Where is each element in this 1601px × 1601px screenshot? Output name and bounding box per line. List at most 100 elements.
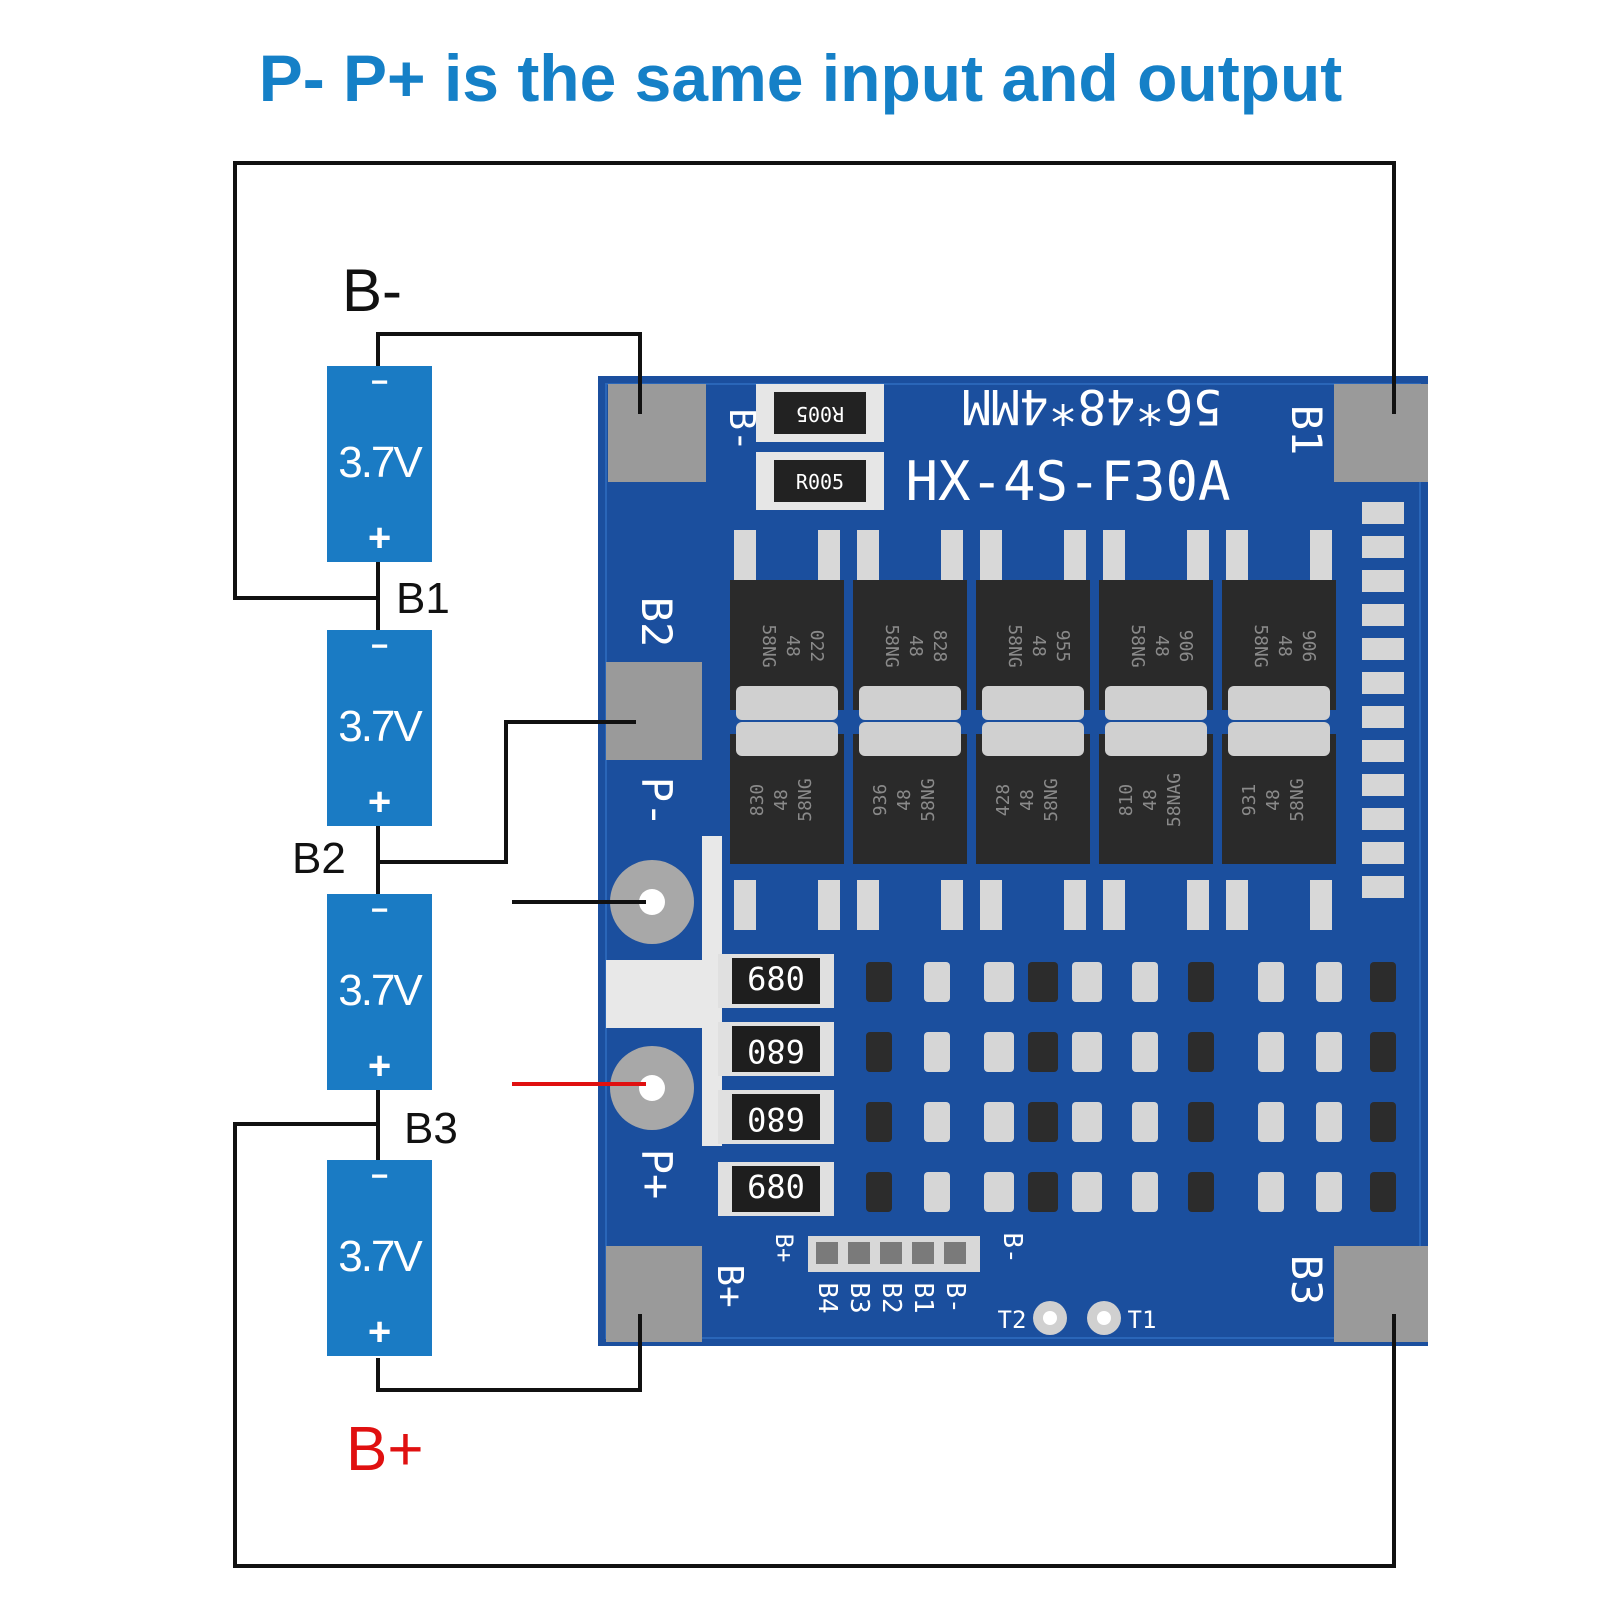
cell-negative: − — [370, 366, 389, 399]
mosfet-lead — [980, 880, 1002, 930]
resistor-body — [732, 958, 820, 1004]
silk-strip — [606, 960, 704, 1028]
smd-part — [1362, 876, 1404, 898]
smd-part — [1132, 962, 1158, 1002]
pad-b1 — [1334, 384, 1428, 482]
battery-cell-1: − 3.7V + — [327, 366, 432, 562]
smd-part — [1028, 1032, 1058, 1072]
mosfet-lead — [1226, 880, 1248, 930]
thermistor-label-t1: T1 — [1128, 1306, 1157, 1334]
mosfet-part: 58NAG — [1164, 773, 1185, 827]
balance-pin-3 — [880, 1242, 902, 1264]
smd-part — [1370, 962, 1396, 1002]
mosfet-part: 58NG — [1127, 624, 1148, 667]
mosfet-lead — [1064, 880, 1086, 930]
shunt-label-1: R005 — [796, 402, 844, 426]
cell-voltage: 3.7V — [338, 702, 423, 751]
smd-part — [866, 962, 892, 1002]
shunt-resistor-2-body — [774, 460, 866, 502]
smd-part — [1362, 706, 1404, 728]
pad-b-minus — [608, 384, 706, 482]
mosfet-tab — [1228, 722, 1330, 756]
pad-label-b-plus: B+ — [709, 1264, 750, 1307]
resistor-body — [732, 1166, 820, 1212]
mosfet-lead — [857, 880, 879, 930]
wire-b1 — [233, 161, 1396, 600]
wire-b-minus — [376, 332, 642, 414]
cell-positive: + — [367, 516, 392, 560]
header-label-b-minus: B- — [940, 1282, 970, 1313]
battery-cell-3: − 3.7V + — [327, 894, 432, 1090]
mosfet-lot: 48 — [1017, 789, 1038, 811]
cell-negative: − — [370, 894, 389, 927]
hole-p-plus — [639, 1075, 665, 1101]
mosfet-tab — [859, 686, 961, 720]
smd-part — [1028, 1172, 1058, 1212]
smd-part — [984, 962, 1014, 1002]
resistor-label: 680 — [747, 960, 805, 998]
pad-label-b1: B1 — [1282, 405, 1331, 456]
cell-negative: − — [370, 1160, 389, 1193]
smd-part — [1188, 1172, 1214, 1212]
silk-divider — [702, 836, 722, 1146]
mosfet-tab — [736, 722, 838, 756]
smd-part — [1316, 1172, 1342, 1212]
board-size: 56*48*4MM — [962, 378, 1222, 434]
mosfet-part: 58NG — [795, 778, 816, 821]
pad-b-plus — [606, 1246, 702, 1342]
smd-part — [984, 1102, 1014, 1142]
header-label-b4: B4 — [812, 1282, 842, 1313]
smd-part — [1316, 1102, 1342, 1142]
mosfet-code: 906 — [1175, 630, 1196, 663]
pad-label-b2: B2 — [632, 597, 681, 648]
hole-t1 — [1097, 1311, 1111, 1325]
mosfet-lead — [941, 530, 963, 580]
wire-b3 — [233, 1122, 1396, 1568]
cell-negative: − — [370, 630, 389, 663]
mosfet-part: 58NG — [881, 624, 902, 667]
board-edge — [605, 383, 1421, 1339]
shunt-resistor-1-body — [774, 392, 866, 434]
mosfet-lead — [1187, 880, 1209, 930]
mosfet-lot: 48 — [1263, 789, 1284, 811]
cell-voltage: 3.7V — [338, 966, 423, 1015]
mosfet-lot: 48 — [1140, 789, 1161, 811]
mosfet-lead — [1187, 530, 1209, 580]
mosfet-tab — [859, 722, 961, 756]
mosfet-code: 022 — [806, 630, 827, 663]
smd-part — [924, 962, 950, 1002]
cell-positive: + — [367, 780, 392, 824]
mosfet-tab — [1228, 686, 1330, 720]
smd-part — [1362, 570, 1404, 592]
smd-part — [1362, 774, 1404, 796]
thermistor-label-t2: T2 — [998, 1306, 1027, 1334]
mosfet-code: 931 — [1239, 784, 1260, 817]
smd-part — [1362, 536, 1404, 558]
hole-t2 — [1043, 1311, 1057, 1325]
smd-part — [1072, 1172, 1102, 1212]
pad-b2 — [606, 662, 702, 760]
mosfet-lead — [857, 530, 879, 580]
smd-part — [1188, 962, 1214, 1002]
mosfet-code: 810 — [1116, 784, 1137, 817]
mosfet-lot: 48 — [1151, 635, 1172, 657]
mosfet-part: 58NG — [918, 778, 939, 821]
label-b-plus: B+ — [346, 1415, 424, 1484]
pad-label-p-plus: P+ — [632, 1149, 681, 1200]
header-label-b2: B2 — [876, 1282, 906, 1313]
smd-part — [984, 1032, 1014, 1072]
smd-part — [1072, 1102, 1102, 1142]
smd-part — [1188, 1032, 1214, 1072]
balance-pin-1 — [816, 1242, 838, 1264]
cell-voltage: 3.7V — [338, 438, 423, 487]
label-b1: B1 — [396, 574, 450, 623]
label-b2: B2 — [292, 834, 346, 883]
smd-part — [1362, 672, 1404, 694]
mosfet-part: 58NG — [1004, 624, 1025, 667]
header-label-b-plus: B+ — [770, 1234, 798, 1263]
mosfet-code: 906 — [1298, 630, 1319, 663]
mosfet-lead — [980, 530, 1002, 580]
mosfet-tab — [982, 686, 1084, 720]
